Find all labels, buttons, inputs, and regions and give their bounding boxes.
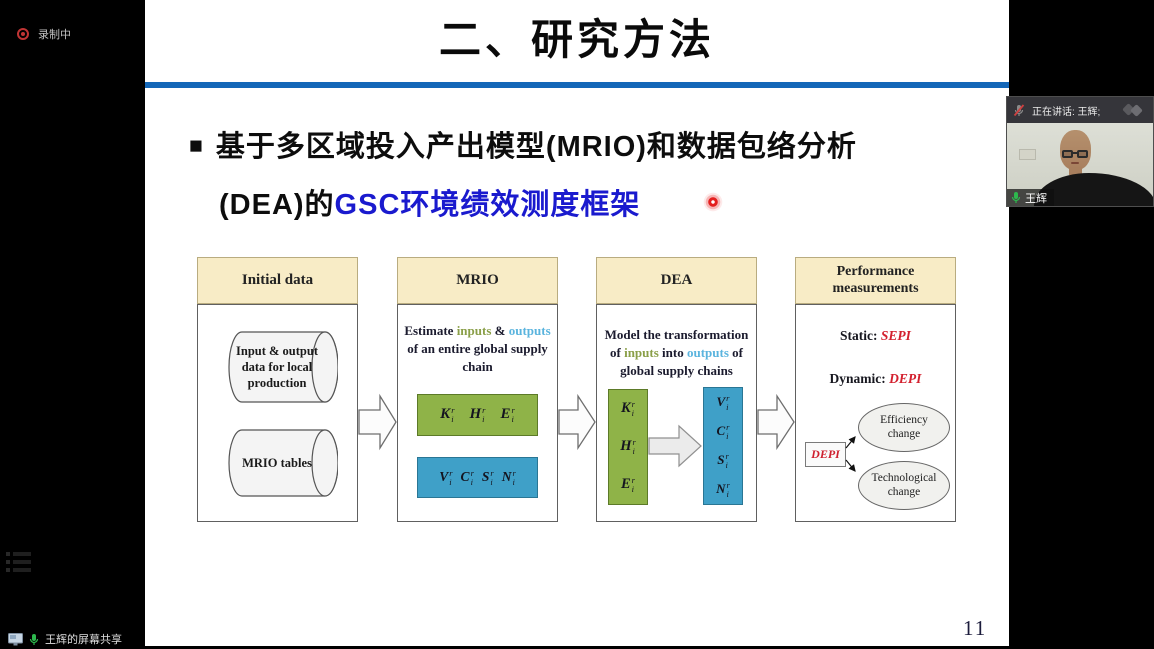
flow-header-initial-data: Initial data [197, 257, 358, 304]
mrio-description: Estimate inputs & outputs of an entire g… [404, 323, 551, 374]
technological-change-ellipse: Technological change [858, 461, 950, 510]
participant-name: 王辉 [1025, 192, 1047, 205]
title-rule [145, 82, 1009, 88]
participant-name-tag: 王辉 [1007, 189, 1054, 206]
flow-header-dea: DEA [596, 257, 757, 304]
recording-icon [17, 28, 29, 40]
glasses-icon [1062, 150, 1073, 158]
dynamic-depi-line: Dynamic: DEPI [829, 371, 922, 386]
wall-frame [1019, 149, 1036, 160]
dea-description: Model the transformation of inputs into … [604, 327, 749, 378]
cylinder-shape [228, 429, 338, 497]
static-sepi-line: Static: SEPI [840, 328, 911, 343]
glasses-icon [1077, 150, 1088, 158]
active-mic-icon [1011, 192, 1021, 203]
cylinder-mrio-tables: MRIO tables [228, 428, 338, 498]
recording-indicator: 录制中 [17, 26, 71, 42]
cylinder-mrio-tables-label: MRIO tables [242, 455, 312, 470]
glasses-bridge [1072, 152, 1078, 154]
screenshare-label: 王辉的屏幕共享 [45, 634, 122, 646]
efficiency-change-ellipse: Efficiency change [858, 403, 950, 452]
laser-pointer-dot [703, 192, 723, 212]
flow-header-mrio: MRIO [397, 257, 558, 304]
meeting-logo-icon [1121, 103, 1147, 117]
bullet-marker: ■ [189, 132, 204, 158]
speaking-status: 正在讲话: 王辉; [1032, 106, 1101, 118]
flow-header-performance: Performance measurements [795, 257, 956, 304]
speaker-mouth [1071, 162, 1079, 164]
cylinder-local-data-label: Input & output data for local production [236, 343, 318, 391]
slide-title: 二、研究方法 [438, 16, 715, 63]
speaker-neck [1069, 167, 1082, 175]
screen-icon [8, 632, 23, 645]
depi-box: DEPI [805, 442, 846, 467]
muted-mic-icon [1013, 103, 1025, 116]
share-mic-icon [29, 633, 39, 645]
shared-slide: 二、研究方法 ■ 基于多区域投入产出模型(MRIO)和数据包络分析 (DEA)的G… [145, 0, 1009, 646]
screenshare-indicator[interactable]: 王辉的屏幕共享 [8, 631, 122, 647]
bullet-line-2: (DEA)的GSC环境绩效测度框架 [219, 189, 641, 221]
page-number: 11 [963, 616, 988, 640]
participant-list-icon[interactable] [6, 552, 36, 576]
video-tile-header: 正在讲话: 王辉; [1007, 97, 1153, 123]
speaker-video-tile[interactable]: 正在讲话: 王辉; 王辉 [1006, 96, 1154, 207]
video-feed: 王辉 [1007, 123, 1153, 206]
cylinder-shape [228, 331, 338, 403]
recording-label: 录制中 [38, 29, 71, 41]
bullet-line-1: ■ 基于多区域投入产出模型(MRIO)和数据包络分析 [189, 123, 857, 165]
bullet-text-1: 基于多区域投入产出模型(MRIO)和数据包络分析 [215, 131, 857, 163]
cylinder-local-data: Input & output data for local production [228, 330, 338, 404]
